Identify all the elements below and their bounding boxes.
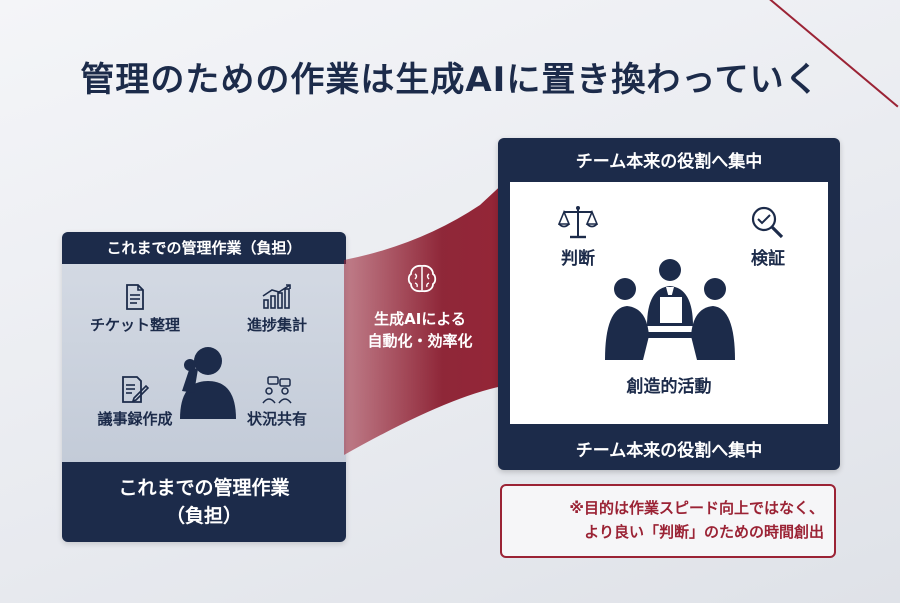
task-sharing: 状況共有: [212, 376, 342, 429]
legacy-tasks-panel: これまでの管理作業（負担） チケット整理 進捗集計: [62, 232, 346, 542]
focus-verification: 検証: [738, 204, 798, 269]
task-label: 状況共有: [246, 410, 307, 428]
arrow-caption: 生成AIによる 自動化・効率化: [360, 308, 480, 352]
scale-icon: [557, 206, 599, 239]
people-chat-icon: [262, 376, 292, 404]
document-icon: [126, 284, 144, 310]
note-line: より良い「判断」のための時間創出: [584, 523, 824, 541]
task-ticket: チケット整理: [70, 284, 200, 335]
focus-panel-body: 判断 検証 創造的活動: [510, 182, 828, 424]
legacy-tasks-header: これまでの管理作業（負担）: [62, 232, 346, 264]
team-meeting-icon: [605, 259, 735, 360]
arrow-caption-line: 自動化・効率化: [367, 332, 473, 350]
task-progress: 進捗集計: [212, 284, 342, 335]
notes-pen-icon: [122, 376, 150, 403]
focus-panel: チーム本来の役割へ集中 判断 検証: [498, 138, 840, 470]
note-line: ※目的は作業スピード向上ではなく、: [569, 499, 824, 517]
arrow-caption-line: 生成AIによる: [374, 310, 466, 328]
task-label: 進捗集計: [246, 316, 307, 334]
task-label: チケット整理: [89, 316, 180, 334]
task-minutes: 議事録作成: [70, 376, 200, 429]
brain-icon: [407, 264, 437, 293]
legacy-tasks-footer: これまでの管理作業 （負担）: [62, 462, 346, 542]
stressed-person-icon: [180, 347, 236, 419]
creative-activity-label: 創造的活動: [626, 377, 712, 397]
focus-judgment: 判断: [548, 204, 608, 269]
footer-line: （負担）: [165, 505, 242, 527]
focus-label: 検証: [751, 249, 785, 269]
footer-line: これまでの管理作業: [118, 477, 290, 499]
page-title: 管理のための作業は生成AIに置き換わっていく: [80, 60, 820, 100]
focus-panel-header: チーム本来の役割へ集中: [575, 152, 763, 172]
purpose-note: ※目的は作業スピード向上ではなく、 より良い「判断」のための時間創出: [500, 484, 836, 558]
magnifier-check-icon: [751, 206, 784, 239]
bar-chart-icon: [262, 284, 291, 309]
legacy-tasks-body: チケット整理 進捗集計 議事録作成: [62, 264, 346, 462]
task-label: 議事録作成: [97, 410, 173, 428]
focus-panel-footer: チーム本来の役割へ集中: [575, 441, 763, 461]
focus-label: 判断: [561, 249, 595, 269]
